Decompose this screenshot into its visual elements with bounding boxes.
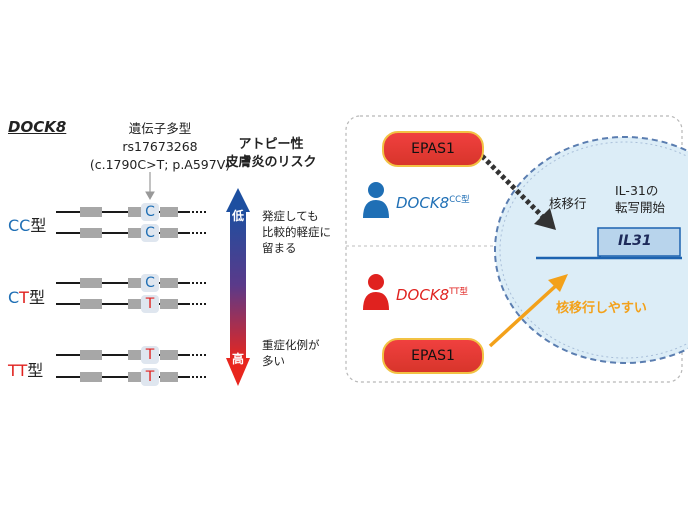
genotype-ct-suffix: 型 (28, 288, 45, 307)
person-cc-gene: DOCK8 (396, 194, 450, 212)
chromosome-line-dots (188, 211, 208, 378)
allele-tt-2: T (141, 368, 159, 386)
genotype-ct-allele1: C (8, 288, 20, 307)
epas1-top: EPAS1 (382, 131, 484, 167)
person-cc-genotype: CC型 (449, 195, 470, 205)
epas1-bottom: EPAS1 (382, 338, 484, 374)
genotype-cc-suffix: 型 (30, 216, 47, 235)
il31-gene-label: IL31 (618, 233, 652, 249)
translocation-arrow-orange (488, 274, 568, 348)
person-tt-gene: DOCK8 (396, 286, 450, 304)
transcription-line-1: IL-31の (615, 183, 659, 198)
translocation-arrow-dotted (480, 154, 556, 230)
genotype-tt-label: TT型 (8, 357, 43, 381)
allele-cc-1: C (141, 203, 159, 221)
right-panel-frame (345, 115, 683, 383)
person-icon-blue (363, 182, 389, 218)
mild-description: 発症しても 比較的軽症に 留まる (262, 208, 331, 256)
snp-line-2: rs17673268 (122, 139, 198, 154)
nuclear-translocation-label: 核移行 (549, 196, 587, 211)
genotype-cc-allele2: C (19, 216, 31, 235)
severe-description: 重症化例が 多い (262, 337, 320, 369)
allele-ct-2: T (141, 295, 159, 313)
allele-tt-1: T (141, 346, 159, 364)
exon-blocks (80, 207, 178, 382)
risk-low-label: 低 (231, 209, 244, 223)
person-tt-label: DOCK8TT型 (396, 285, 468, 304)
person-tt-genotype: TT型 (449, 287, 468, 297)
person-icon-red (363, 274, 389, 310)
snp-label: 遺伝子多型 rs17673268 (c.1790C>T; p.A597V) (60, 120, 260, 174)
mild-desc-line-3: 留まる (262, 241, 297, 255)
severe-desc-line-2: 多い (262, 354, 285, 368)
risk-title-line-2: 皮膚炎のリスク (225, 155, 317, 170)
risk-title-line-1: アトピー性 (238, 137, 304, 152)
il31-gene-box (597, 227, 681, 257)
severe-desc-line-1: 重症化例が (262, 338, 320, 352)
genotype-tt-suffix: 型 (27, 361, 44, 380)
genotype-cc-allele1: C (8, 216, 20, 235)
nucleus-inner-ring (499, 141, 688, 359)
gene-title: DOCK8 (8, 118, 67, 136)
person-cc-label: DOCK8CC型 (396, 193, 470, 212)
transcription-line-2: 転写開始 (615, 200, 666, 215)
allele-cc-2: C (141, 224, 159, 242)
genotype-tt-allele2: T (17, 361, 28, 380)
genotype-ct-label: CT型 (8, 284, 45, 308)
mild-desc-line-1: 発症しても (262, 209, 319, 223)
risk-title: アトピー性 皮膚炎のリスク (212, 136, 330, 172)
transcription-label: IL-31の 転写開始 (615, 182, 665, 216)
allele-ct-1: C (141, 274, 159, 292)
nucleus (494, 136, 688, 364)
genotype-ct-allele2: T (19, 288, 29, 307)
easy-translocation-label: 核移行しやすい (556, 301, 647, 316)
snp-line-1: 遺伝子多型 (128, 121, 192, 136)
genotype-tt-allele1: T (8, 361, 18, 380)
risk-high-label: 高 (231, 352, 244, 366)
snp-line-3: (c.1790C>T; p.A597V) (89, 157, 231, 172)
snp-pointer-arrow (145, 172, 155, 201)
genotype-cc-label: CC型 (8, 212, 46, 236)
mild-desc-line-2: 比較的軽症に (262, 225, 331, 239)
risk-arrow (226, 188, 250, 386)
